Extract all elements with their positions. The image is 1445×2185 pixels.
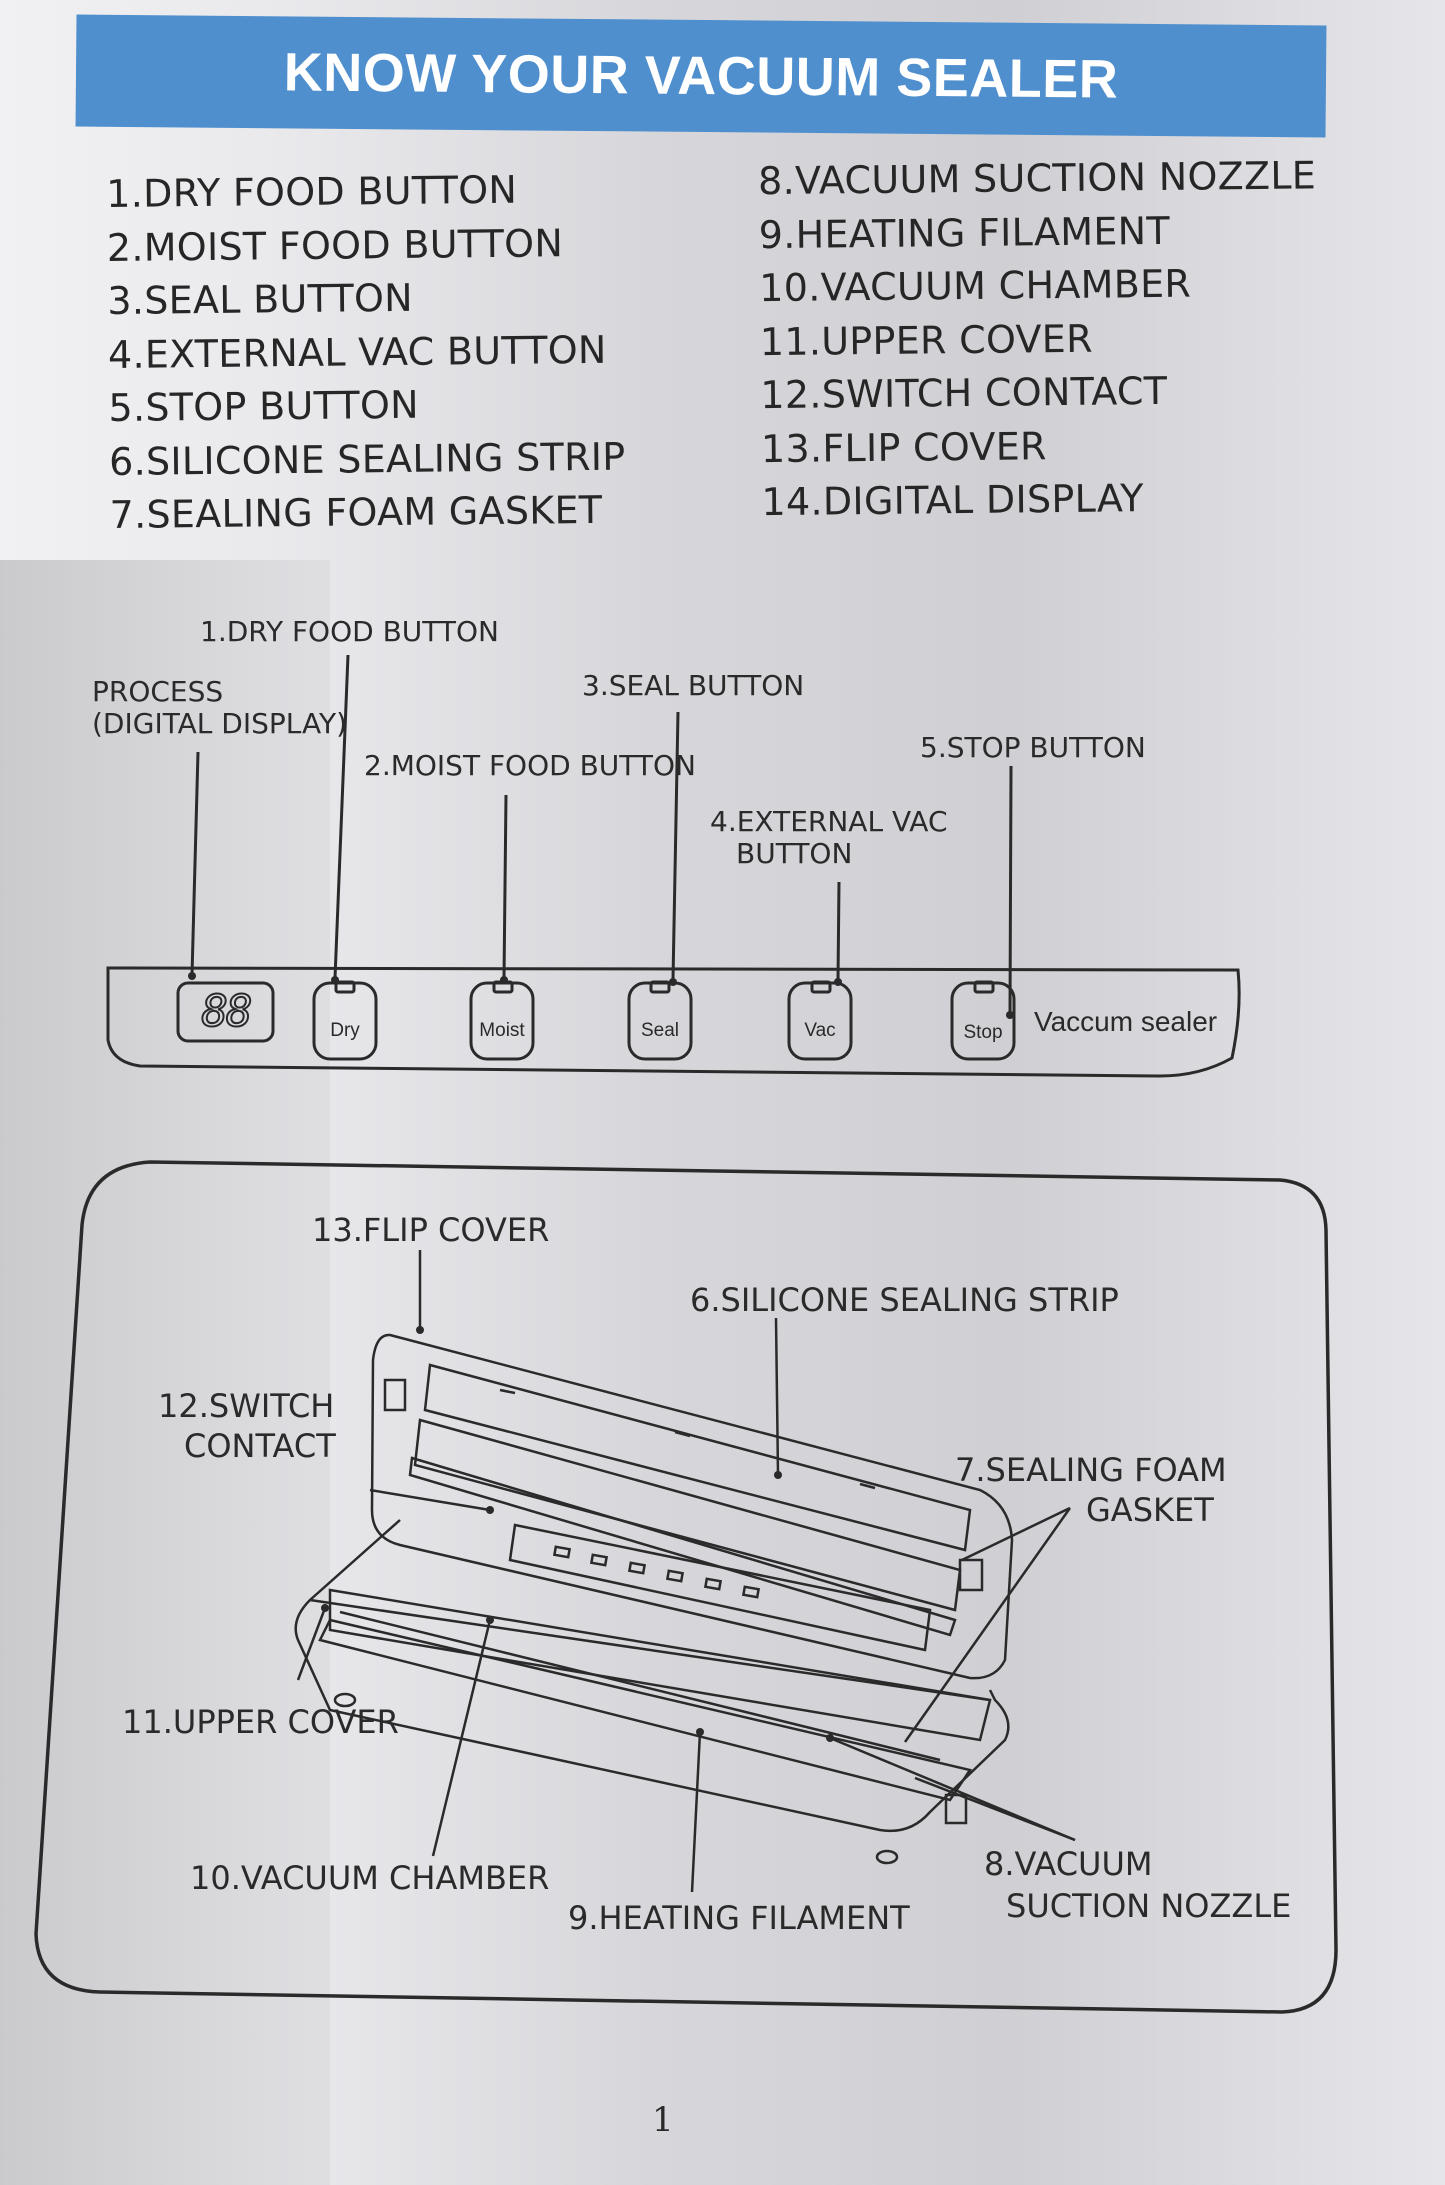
page-number: 1 xyxy=(652,2100,674,2140)
diagram-frame xyxy=(34,1160,1338,2014)
moist-food-button-callout: 2.MOIST FOOD BUTTON xyxy=(364,749,696,782)
seal-button[interactable]: Seal xyxy=(640,1020,680,1041)
process-callout-line2: (DIGITAL DISPLAY) xyxy=(92,707,348,740)
shadow-overlay xyxy=(0,560,330,2185)
dry-food-button-callout: 1.DRY FOOD BUTTON xyxy=(200,615,499,648)
upper-cover-callout: 11.UPPER COVER xyxy=(122,1703,399,1741)
flip-cover-shape xyxy=(370,1333,1014,1680)
digital-display: 88 xyxy=(201,985,254,1038)
switch-contact-callout-line1: 12.SWITCH xyxy=(158,1387,335,1425)
heating-filament-callout: 9.HEATING FILAMENT xyxy=(568,1899,910,1937)
display-frame xyxy=(176,981,275,1043)
stop-button[interactable]: Stop xyxy=(963,1022,1003,1043)
flip-cover-callout: 13.FLIP COVER xyxy=(312,1211,550,1249)
dry-button[interactable]: Dry xyxy=(330,1020,360,1041)
silicone-strip-callout: 6.SILICONE SEALING STRIP xyxy=(690,1281,1119,1319)
control-panel-drawing xyxy=(106,654,1241,1078)
foam-gasket-callout-line2: GASKET xyxy=(1086,1491,1214,1529)
switch-contact-callout-line2: CONTACT xyxy=(184,1427,336,1465)
vac-button[interactable]: Vac xyxy=(804,1020,836,1041)
stop-button-callout: 5.STOP BUTTON xyxy=(920,731,1146,764)
suction-nozzle-callout-line1: 8.VACUUM xyxy=(984,1845,1153,1883)
external-vac-callout-line2: BUTTON xyxy=(736,837,853,870)
external-vac-callout-line1: 4.EXTERNAL VAC xyxy=(710,805,948,838)
moist-button[interactable]: Moist xyxy=(479,1020,525,1041)
foam-gasket-callout-line1: 7.SEALING FOAM xyxy=(955,1451,1227,1489)
suction-nozzle-callout-line2: SUCTION NOZZLE xyxy=(1006,1887,1292,1925)
brand-label: Vaccum sealer xyxy=(1034,1006,1218,1037)
seal-button-callout: 3.SEAL BUTTON xyxy=(582,669,805,702)
process-callout-line1: PROCESS xyxy=(92,675,224,708)
panel-outline xyxy=(106,966,1241,1078)
vacuum-chamber-callout: 10.VACUUM CHAMBER xyxy=(190,1859,550,1897)
